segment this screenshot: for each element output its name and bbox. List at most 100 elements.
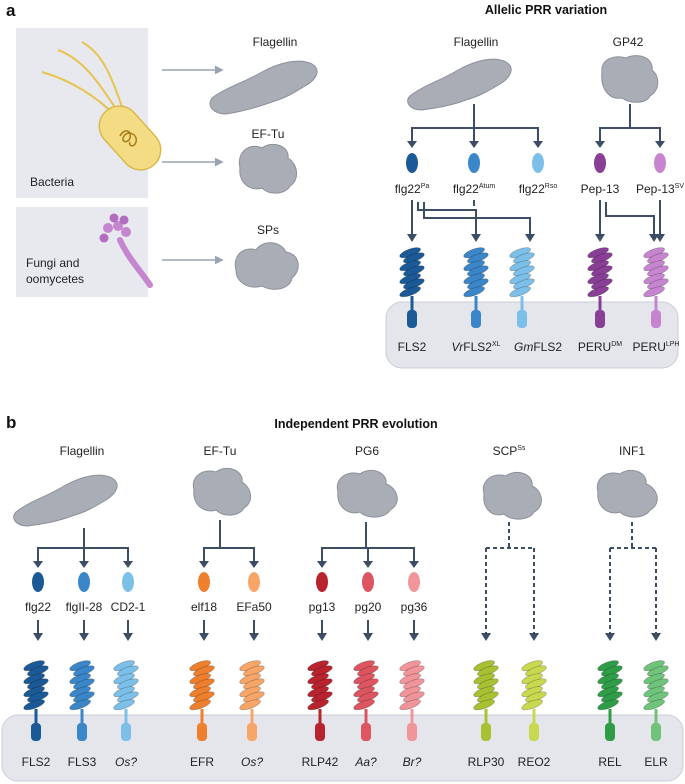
eftu-protein-icon <box>238 143 297 194</box>
peptide-label-4: Pep-13SV <box>636 182 684 196</box>
group-eftu-protein-icon <box>192 467 251 516</box>
elicitor-eftu-label: EF-Tu <box>252 127 285 141</box>
peptide-flgii28-icon <box>78 572 90 592</box>
b-receptor-os2-icon <box>239 660 265 741</box>
receptor-gmfls2-icon <box>509 247 535 328</box>
b-peptide-flg22: flg22 <box>25 600 51 614</box>
fungus-illustration <box>99 213 153 288</box>
receptor-fls2-icon <box>399 247 425 328</box>
receptor-label-2: GmFLS2 <box>514 340 562 354</box>
b-receptor-fls2-icon <box>23 660 49 741</box>
b-peptide-pg36: pg36 <box>401 600 428 614</box>
b-receptor-rlp30-icon <box>473 660 499 741</box>
panel-a-title: Allelic PRR variation <box>485 3 607 17</box>
peptide-elf18-icon <box>198 572 210 592</box>
b-receptor-br-icon <box>399 660 425 741</box>
membrane-b <box>1 714 684 782</box>
peptide-pg20-icon <box>362 572 374 592</box>
group-scp-protein-icon <box>482 471 542 520</box>
panel-b-letter: b <box>6 413 16 432</box>
b-peptide-elf18: elf18 <box>191 600 217 614</box>
variation-flagellin-label: Flagellin <box>454 35 499 49</box>
receptor-label-0: FLS2 <box>398 340 427 354</box>
peptide-flg22-icon <box>32 572 44 592</box>
b-receptor-rlp42-icon <box>307 660 333 741</box>
variation-gp42-protein-icon <box>601 55 659 103</box>
fungi-label-line2: oomycetes <box>26 272 84 286</box>
group-title-inf1: INF1 <box>619 444 645 458</box>
b-receptor-os2: Os? <box>241 755 263 769</box>
b-peptide-pg13: pg13 <box>309 600 336 614</box>
b-peptide-cd21: CD2-1 <box>111 600 146 614</box>
peptide-label-3: Pep-13 <box>581 182 620 196</box>
peptide-pep13-sv-icon <box>654 153 666 173</box>
sps-protein-icon <box>234 242 299 290</box>
b-peptide-arrows <box>37 620 415 634</box>
b-receptor-rel: REL <box>598 755 622 769</box>
b-receptor-rlp42: RLP42 <box>302 755 339 769</box>
bacterium-illustration <box>41 41 162 171</box>
b-receptor-elr-icon <box>643 660 669 741</box>
peptide-flg22-atum-icon <box>468 153 480 173</box>
b-receptor-fls3: FLS3 <box>68 755 97 769</box>
b-receptor-reo2-icon <box>521 660 547 741</box>
variation-tree-arrowheads <box>407 141 665 148</box>
b-peptide-efa50: EFa50 <box>236 600 272 614</box>
flagellin-protein-icon <box>209 60 318 115</box>
receptor-vrfls2-icon <box>463 247 489 328</box>
b-peptide-flgii28: flgII-28 <box>66 600 103 614</box>
receptors-a <box>399 247 669 328</box>
group-tree-lines <box>37 520 415 562</box>
membrane-a <box>385 301 679 369</box>
group-tree-arrowheads <box>33 561 661 641</box>
b-receptor-reo2: REO2 <box>518 755 551 769</box>
peptide-pep13-icon <box>594 153 606 173</box>
group-title-flagellin: Flagellin <box>60 444 105 458</box>
fungi-label-line1: Fungi and <box>26 256 79 270</box>
group-title-eftu: EF-Tu <box>204 444 237 458</box>
variation-cross-arrowheads <box>407 234 665 242</box>
elicitor-flagellin-label: Flagellin <box>253 35 298 49</box>
peptide-label-1: flg22Atum <box>453 182 496 196</box>
peptide-label-2: flg22Rso <box>519 182 558 196</box>
group-title-pg6: PG6 <box>355 444 379 458</box>
receptor-peru-dm-icon <box>587 247 613 328</box>
bacteria-label: Bacteria <box>30 175 74 189</box>
elicitor-sps-label: SPs <box>257 223 279 237</box>
peptide-pg13-icon <box>316 572 328 592</box>
peptide-label-0: flg22Pa <box>395 182 430 196</box>
receptor-peru-lph-icon <box>643 247 669 328</box>
b-peptide-arrowheads <box>33 633 419 641</box>
b-receptor-elr: ELR <box>644 755 668 769</box>
b-receptor-br: Br? <box>403 755 422 769</box>
b-receptor-fls3-icon <box>69 660 95 741</box>
receptor-label-1: VrFLS2XL <box>451 340 500 354</box>
panel-a-letter: a <box>6 1 16 20</box>
peptide-efa50-icon <box>248 572 260 592</box>
b-receptor-rel-icon <box>597 660 623 741</box>
group-title-scp: SCPSs <box>493 444 526 458</box>
group-inf1-protein-icon <box>596 469 658 518</box>
b-peptide-pg20: pg20 <box>355 600 382 614</box>
b-receptor-efr-icon <box>189 660 215 741</box>
b-receptor-aa-icon <box>353 660 379 741</box>
peptide-pg36-icon <box>408 572 420 592</box>
b-receptor-aa: Aa? <box>354 755 377 769</box>
b-receptor-os1-icon <box>113 660 139 741</box>
b-receptor-rlp30: RLP30 <box>468 755 505 769</box>
variation-flagellin-protein-icon <box>407 58 512 111</box>
variation-cross-arrows <box>411 200 661 236</box>
receptor-label-4: PERULPH <box>633 340 680 354</box>
peptide-cd21-icon <box>122 572 134 592</box>
b-receptor-os1: Os? <box>115 755 137 769</box>
receptor-label-3: PERUDM <box>578 340 622 354</box>
receptors-b <box>23 660 669 741</box>
group-flagellin-protein-icon <box>13 474 118 527</box>
peptide-flg22-rso-icon <box>532 153 544 173</box>
peptide-flg22-pa-icon <box>406 153 418 173</box>
panel-b-title: Independent PRR evolution <box>274 417 437 431</box>
group-pg6-protein-icon <box>336 469 398 518</box>
b-receptor-fls2: FLS2 <box>22 755 51 769</box>
b-receptor-efr: EFR <box>190 755 214 769</box>
